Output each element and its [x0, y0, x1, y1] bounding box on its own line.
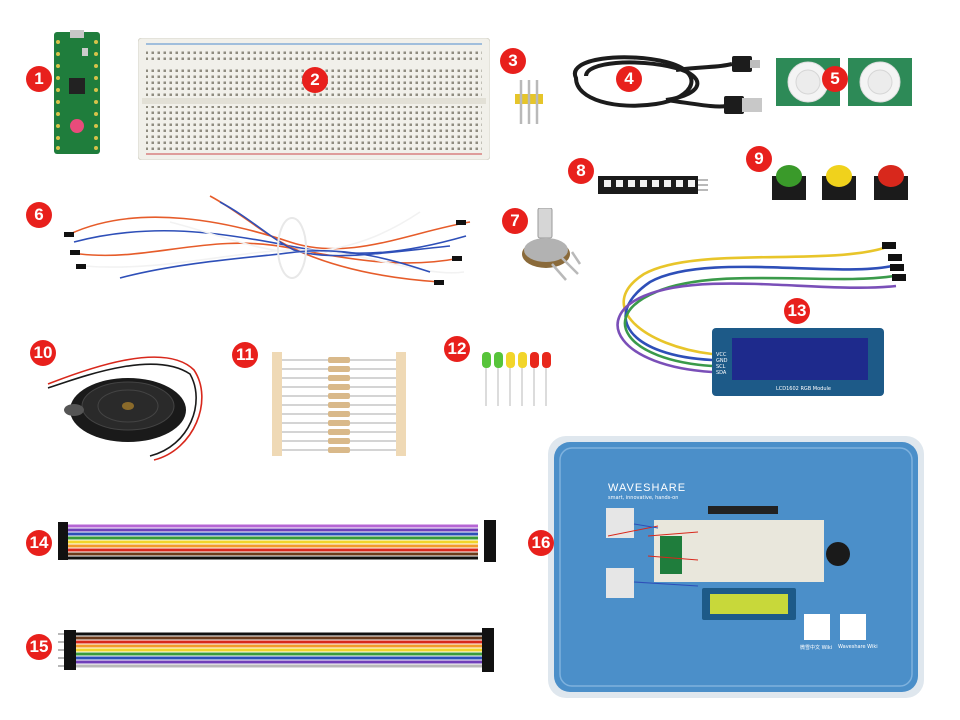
lcd-pin-gnd: GND [716, 358, 728, 364]
resistors [268, 352, 410, 456]
buzzer [44, 330, 214, 466]
usb-cable [556, 48, 766, 116]
marker-1: 1 [26, 66, 52, 92]
leds [478, 350, 554, 408]
qr-caption-en: Waveshare Wiki [838, 644, 878, 650]
marker-15: 15 [26, 634, 52, 660]
marker-8: 8 [568, 158, 594, 184]
marker-12: 12 [444, 336, 470, 362]
potentiometer [516, 208, 582, 282]
pico-board [52, 30, 102, 156]
marker-10: 10 [30, 340, 56, 366]
storage-case: WAVESHARE smart, innovative, hands-on 微雪… [548, 436, 924, 698]
dupont-cable-female [58, 518, 496, 566]
qr-caption-cn: 微雪中文 Wiki [800, 645, 833, 651]
case-slogan: smart, innovative, hands-on [608, 495, 679, 501]
case-brand: WAVESHARE [608, 482, 687, 494]
marker-2: 2 [302, 67, 328, 93]
marker-5: 5 [822, 66, 848, 92]
lcd-pin-scl: SCL [716, 364, 726, 370]
breadboard [138, 38, 490, 160]
marker-14: 14 [26, 530, 52, 556]
marker-9: 9 [746, 146, 772, 172]
dupont-cable-male [58, 626, 496, 676]
push-buttons [770, 162, 910, 202]
rgb-led-strip [598, 174, 708, 196]
lcd-caption: LCD1602 RGB Module [776, 386, 831, 392]
lcd-pin-vcc: VCC [716, 352, 727, 358]
marker-16: 16 [528, 530, 554, 556]
marker-11: 11 [232, 342, 258, 368]
lcd-pin-sda: SDA [716, 370, 727, 376]
marker-7: 7 [502, 208, 528, 234]
marker-6: 6 [26, 202, 52, 228]
pin-header [512, 78, 546, 126]
marker-4: 4 [616, 66, 642, 92]
lcd1602-module-wires: VCC GND SCL SDA LCD1602 RGB Module [604, 236, 920, 400]
marker-13: 13 [784, 298, 810, 324]
jumper-wires-bundle [60, 192, 480, 288]
marker-3: 3 [500, 48, 526, 74]
